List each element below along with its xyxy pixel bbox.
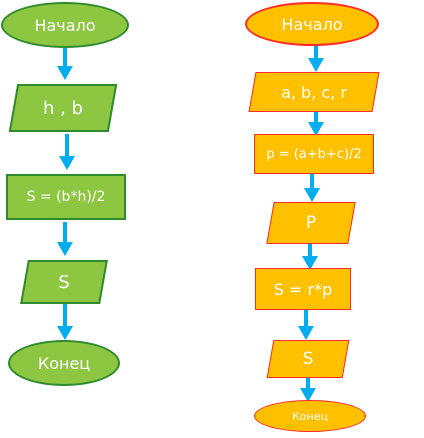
left-input-parallelogram: h , b <box>8 84 118 132</box>
left-arrow-2 <box>59 134 75 170</box>
right-io-p-parallelogram: P <box>266 202 356 244</box>
right-process-box-1: p = (a+b+c)/2 <box>254 134 374 174</box>
left-arrow-3 <box>57 222 73 256</box>
right-process-box-2: S = r*p <box>255 268 351 310</box>
right-arrow-3 <box>304 174 320 202</box>
left-arrow-1 <box>57 48 73 80</box>
right-output-label: S <box>302 349 314 369</box>
right-process1-label: p = (a+b+c)/2 <box>266 146 362 162</box>
left-process-box: S = (b*h)/2 <box>6 174 126 220</box>
left-input-label: h , b <box>43 97 83 119</box>
right-arrow-4 <box>302 244 318 270</box>
right-input-label: a, b, c, r <box>281 82 347 102</box>
right-end-terminator: Конец <box>254 400 366 432</box>
left-end-terminator: Конец <box>8 340 120 386</box>
right-arrow-5 <box>298 310 314 340</box>
right-input-parallelogram: a, b, c, r <box>248 72 380 112</box>
right-start-label: Начало <box>281 14 343 34</box>
left-arrow-4 <box>57 304 73 340</box>
right-arrow-6 <box>300 378 316 402</box>
left-start-label: Начало <box>34 15 96 35</box>
left-process-label: S = (b*h)/2 <box>26 189 106 205</box>
right-arrow-2 <box>308 112 324 136</box>
right-output-parallelogram: S <box>266 340 350 378</box>
right-start-terminator: Начало <box>245 2 379 46</box>
right-end-label: Конец <box>292 409 328 423</box>
left-output-label: S <box>58 271 70 293</box>
left-start-terminator: Начало <box>1 2 129 48</box>
left-end-label: Конец <box>37 353 91 373</box>
right-io-p-label: P <box>305 213 317 233</box>
right-process2-label: S = r*p <box>273 279 333 299</box>
left-output-parallelogram: S <box>20 260 108 304</box>
right-arrow-1 <box>308 46 324 72</box>
